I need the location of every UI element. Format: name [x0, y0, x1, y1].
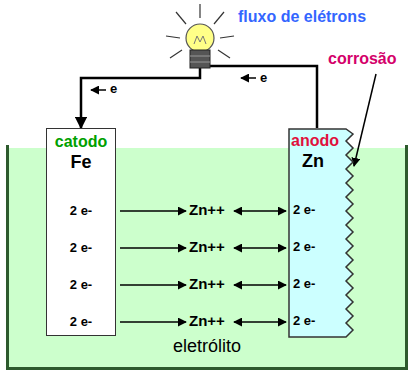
ion-arrow — [120, 211, 286, 322]
electrode-name: catodo — [47, 133, 115, 151]
element-symbol: Fe — [47, 153, 115, 173]
element-symbol: Zn — [302, 152, 324, 172]
electrolyte-label: eletrólito — [9, 337, 405, 357]
corrosion-label: corrosão — [328, 50, 396, 68]
electron-label: 2 e- — [47, 241, 115, 255]
electron-label: 2 e- — [293, 314, 315, 328]
leader-line — [354, 74, 376, 166]
light-bulb — [166, 4, 234, 68]
electrolyte-bath: eletrólitocatodoFe2 e-2 e-2 e-2 e-anodoZ… — [6, 145, 408, 370]
cathode-electrode: catodoFe 2 e- 2 e- 2 e- 2 e- — [46, 128, 116, 336]
electron-label: 2 e- — [47, 278, 115, 292]
electron-label: e — [110, 82, 117, 96]
electron-label: 2 e- — [47, 315, 115, 329]
ion-label: Zn++ — [189, 202, 225, 219]
ion-label: Zn++ — [189, 276, 225, 293]
electron-label: 2 e- — [293, 277, 315, 291]
flow-title: fluxo de elétrons — [238, 8, 366, 26]
anode-electrode: anodoZn 2 e- 2 e- 2 e- 2 e- — [288, 128, 356, 338]
anode-shape — [289, 129, 353, 337]
ion-label: Zn++ — [189, 239, 225, 256]
electrode-name: anodo — [291, 132, 339, 150]
circuit-wire — [81, 66, 317, 128]
electron-label: 2 e- — [293, 240, 315, 254]
electron-label: 2 e- — [47, 204, 115, 218]
electron-label: 2 e- — [293, 203, 315, 217]
ion-label: Zn++ — [189, 313, 225, 330]
electron-label: e — [260, 71, 267, 85]
